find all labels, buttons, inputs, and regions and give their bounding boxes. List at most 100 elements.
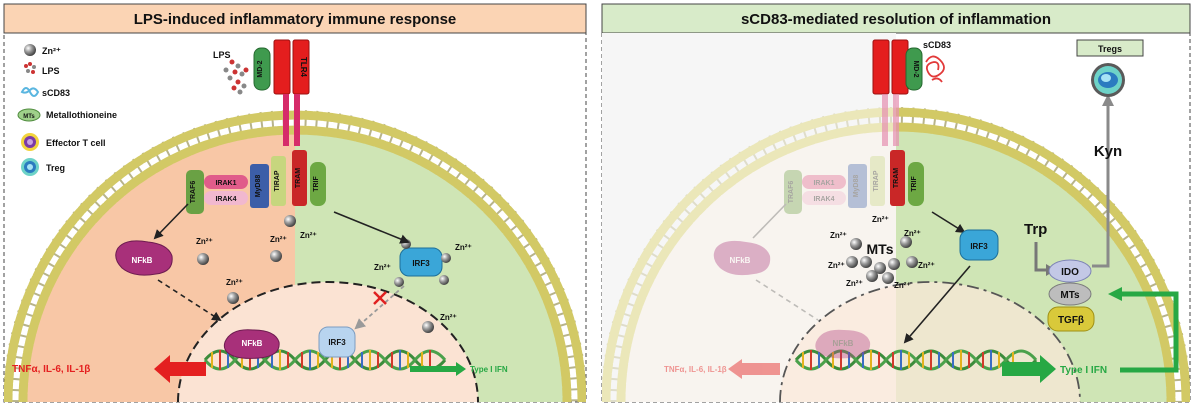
lps-label: LPS: [213, 50, 231, 60]
legend-label: Metallothioneine: [46, 110, 117, 120]
zn-label: Zn²⁺: [270, 235, 287, 244]
mts-label: MTs: [1060, 290, 1080, 301]
nfkb-label: NFkB: [132, 256, 153, 265]
block-cross-icon: [373, 291, 387, 305]
tram-protein: [890, 150, 905, 206]
scd83-protein-icon: [20, 87, 40, 97]
mts-zinc-cluster: [846, 236, 918, 284]
dna-helix: [794, 349, 1038, 371]
irak4-label: IRAK4: [215, 196, 236, 203]
trp-label: Trp: [1024, 221, 1047, 238]
zinc-ion: [422, 321, 434, 333]
right-header: [601, 3, 1191, 34]
tregs-box: [1076, 39, 1144, 57]
nfkb-bound-protein: [223, 329, 280, 359]
tirap-protein: [870, 156, 885, 206]
irf3-protein: [959, 229, 999, 261]
cytokines-label: TNFα, IL-6, IL-1β: [664, 365, 727, 374]
md2-label: MD-2: [912, 60, 919, 77]
arrow-nfkb-translocation: [755, 279, 819, 321]
arrow-irf3-blocked: [354, 285, 405, 330]
traf6-protein: [784, 170, 802, 214]
scd83-protein-icon: [925, 55, 945, 83]
treg-cell-icon: [21, 158, 39, 176]
left-title: LPS-induced inflammatory immune response: [134, 11, 457, 28]
trif-label: TRIF: [911, 176, 918, 192]
zn-label: Zn²⁺: [828, 261, 845, 270]
zn-label: Zn²⁺: [300, 231, 317, 240]
irak1-protein: [204, 175, 248, 189]
md2-protein: [253, 47, 271, 91]
kyn-label: Kyn: [1094, 143, 1122, 160]
arrow-trif-to-irf3: [931, 211, 966, 234]
zinc-ion-icon: [24, 44, 36, 56]
tlr4-receptor: [872, 39, 909, 146]
traf6-label: TRAF6: [788, 181, 795, 204]
tgfb-protein: [1047, 306, 1095, 332]
trif-protein: [908, 162, 924, 206]
ifn-label: Type I IFN: [1060, 365, 1107, 376]
effector-t-cell-icon: [21, 133, 39, 151]
legend-label: LPS: [42, 66, 60, 76]
nfkb-bound-label: NFkB: [833, 339, 854, 348]
tram-label: TRAM: [893, 168, 900, 188]
zinc-ion: [197, 253, 209, 265]
left-panel: LPS-induced inflammatory immune response…: [3, 3, 587, 403]
metallothioneine-icon: [17, 108, 41, 122]
irf3-protein: [399, 247, 443, 277]
right-panel: sCD83-mediated resolution of inflammatio…: [601, 3, 1191, 403]
tram-protein: [292, 150, 307, 206]
ifn-label: Type I IFN: [470, 365, 508, 374]
lps-ligand-icon: [223, 59, 249, 95]
zn-label: Zn²⁺: [830, 231, 847, 240]
irf3-label: IRF3: [412, 259, 430, 268]
zinc-ion: [227, 292, 239, 304]
nuclear-envelope: [177, 281, 479, 402]
nfkb-bound-label: NFkB: [242, 339, 263, 348]
ido-label: IDO: [1061, 267, 1079, 278]
tgfb-label: TGFβ: [1058, 315, 1084, 326]
irf3-bound-protein: [318, 326, 356, 358]
nfkb-protein: [115, 240, 173, 276]
irak1-protein: [802, 175, 846, 189]
ifn-output-arrow: [1002, 355, 1056, 383]
traf6-label: TRAF6: [190, 181, 197, 204]
nfkb-protein: [713, 240, 771, 276]
arrow-nfkb-translocation: [157, 279, 222, 322]
irak4-protein: [204, 191, 248, 205]
arrow-traf6-to-nfkb: [752, 203, 787, 239]
legend-label: Treg: [46, 163, 65, 173]
irak4-label: IRAK4: [813, 196, 834, 203]
tlr4-receptor: [273, 39, 310, 146]
faded-nfkb-bound: NFkB: [815, 329, 871, 359]
faded-cytokine-output: TNFα, IL-6, IL-1β: [664, 359, 780, 379]
inflammation-output-arrow: [154, 355, 206, 383]
zn-label: Zn²⁺: [872, 215, 889, 224]
treg-cell-icon: [1091, 63, 1125, 97]
irf3-label: IRF3: [970, 242, 988, 251]
arrow-trp-to-ido: [1034, 242, 1048, 272]
left-header: [3, 3, 587, 34]
tirap-protein: [271, 156, 286, 206]
trif-label: TRIF: [313, 176, 320, 192]
ifn-output-arrow: [410, 362, 466, 376]
mts-cluster-label: MTs: [867, 241, 894, 257]
zn-label: Zn²⁺: [196, 237, 213, 246]
myd88-protein: [250, 164, 269, 208]
arrow-kyn-head: [1102, 94, 1114, 106]
zn-label: Zn²⁺: [846, 279, 863, 288]
nfkb-label: NFkB: [730, 256, 751, 265]
feedback-arrowhead: [1108, 287, 1122, 301]
zn-label: Zn²⁺: [904, 229, 921, 238]
tirap-label: TIRAP: [873, 170, 880, 191]
zinc-ion: [439, 275, 449, 285]
myd88-protein: [848, 164, 867, 208]
trif-protein: [310, 162, 326, 206]
arrow-ido-to-kyn: [1092, 104, 1110, 268]
md2-protein: [905, 47, 923, 91]
md2-label: MD-2: [257, 60, 264, 77]
nuclear-envelope: [779, 281, 1081, 402]
zn-label: Zn²⁺: [894, 281, 911, 290]
irak1-label: IRAK1: [813, 180, 834, 187]
